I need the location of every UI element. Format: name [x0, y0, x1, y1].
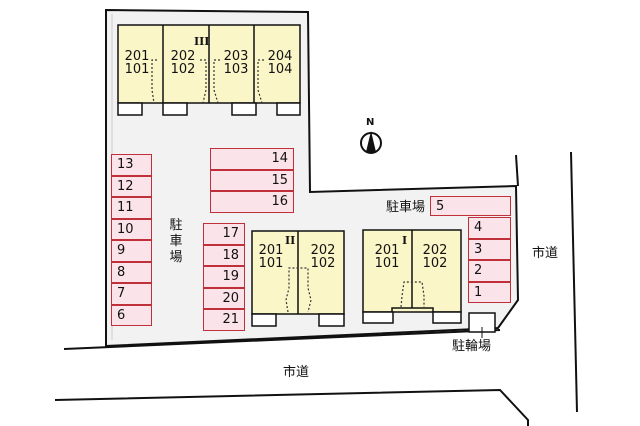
parking-stall-number: 12 — [117, 178, 134, 194]
bicycle-parking-label: 駐輪場 — [452, 339, 492, 354]
parking-stall-number: 10 — [117, 221, 134, 237]
parking-stall-number: 18 — [222, 247, 239, 263]
road-edge-right — [570, 151, 578, 413]
unit-2-2: 202 102 — [306, 244, 340, 270]
unit-3-2: 202 102 — [165, 50, 201, 76]
road-edge-bottom — [54, 388, 529, 426]
unit-1-1: 201 101 — [370, 244, 404, 270]
parking-stall: 15 — [210, 169, 294, 191]
unit-upper: 202 — [310, 243, 336, 258]
parking-stall: 21 — [203, 309, 245, 331]
unit-lower: 102 — [422, 256, 448, 271]
parking-stall-number: 1 — [474, 284, 483, 300]
parking-stall: 2 — [468, 260, 511, 282]
unit-lower: 101 — [124, 62, 150, 77]
parking-stall-number: 3 — [474, 241, 483, 257]
parking-stall-number: 16 — [271, 194, 288, 210]
parking-stall: 11 — [111, 197, 152, 219]
unit-lower: 102 — [170, 62, 196, 77]
unit-upper: 203 — [223, 49, 249, 64]
parking-stall-number: 17 — [222, 226, 239, 242]
road-edge-top — [63, 329, 501, 350]
unit-3-4: 204 104 — [262, 50, 298, 76]
unit-lower: 102 — [310, 256, 336, 271]
compass-north-label: N — [366, 117, 375, 128]
parking-stall-number: 6 — [117, 307, 126, 323]
parking-stall: 20 — [203, 287, 245, 309]
unit-2-1: 201 101 — [254, 244, 288, 270]
parking-stall: 6 — [111, 304, 152, 326]
parking-stall-number: 21 — [222, 312, 239, 328]
parking-stall: 4 — [468, 217, 511, 239]
parking-stall: 14 — [210, 148, 294, 170]
parking-stall-number: 8 — [117, 264, 126, 280]
unit-upper: 204 — [267, 49, 293, 64]
unit-upper: 202 — [422, 243, 448, 258]
parking-stall-number: 15 — [271, 172, 288, 188]
compass-icon — [360, 131, 382, 154]
unit-lower: 101 — [258, 256, 284, 271]
char: 駐 — [169, 218, 183, 233]
lot-edge-right — [515, 154, 519, 187]
char: 車 — [169, 234, 183, 249]
unit-lower: 104 — [267, 62, 293, 77]
building-1-label: I — [402, 234, 408, 247]
parking-stall: 17 — [203, 223, 245, 245]
unit-lower: 103 — [223, 62, 249, 77]
parking-stall-number: 11 — [117, 200, 134, 216]
unit-upper: 201 — [258, 243, 284, 258]
unit-lower: 101 — [374, 256, 400, 271]
parking-stall-number: 5 — [436, 198, 445, 214]
unit-1-2: 202 102 — [418, 244, 452, 270]
parking-stall-number: 13 — [117, 157, 134, 173]
parking-stall: 13 — [111, 154, 152, 176]
building-3-label: III — [194, 35, 210, 48]
parking-stall-number: 9 — [117, 243, 126, 259]
parking-stall: 19 — [203, 266, 245, 288]
char: 場 — [169, 250, 183, 265]
parking-stall: 3 — [468, 238, 511, 260]
parking-stall: 16 — [210, 191, 294, 213]
parking-stall: 5 — [430, 196, 511, 216]
parking-stall-number: 20 — [222, 290, 239, 306]
parking-stall: 9 — [111, 240, 152, 262]
road-label-bottom: 市道 — [283, 365, 310, 380]
parking-stall: 7 — [111, 283, 152, 305]
parking-stall: 8 — [111, 261, 152, 283]
building-2-label: II — [285, 234, 296, 247]
unit-3-1: 201 101 — [119, 50, 155, 76]
parking-label-left: 駐 車 場 — [169, 218, 183, 266]
parking-stall-number: 4 — [474, 220, 483, 236]
parking-stall: 12 — [111, 175, 152, 197]
parking-stall: 1 — [468, 281, 511, 303]
unit-upper: 201 — [124, 49, 150, 64]
parking-label-right: 駐車場 — [386, 200, 426, 215]
unit-3-3: 203 103 — [218, 50, 254, 76]
parking-stall-number: 14 — [271, 151, 288, 167]
unit-upper: 201 — [374, 243, 400, 258]
parking-stall-number: 2 — [474, 263, 483, 279]
parking-stall: 10 — [111, 218, 152, 240]
road-label-right: 市道 — [532, 246, 559, 261]
unit-upper: 202 — [170, 49, 196, 64]
parking-stall-number: 19 — [222, 269, 239, 285]
parking-stall-number: 7 — [117, 286, 126, 302]
parking-stall: 18 — [203, 244, 245, 266]
